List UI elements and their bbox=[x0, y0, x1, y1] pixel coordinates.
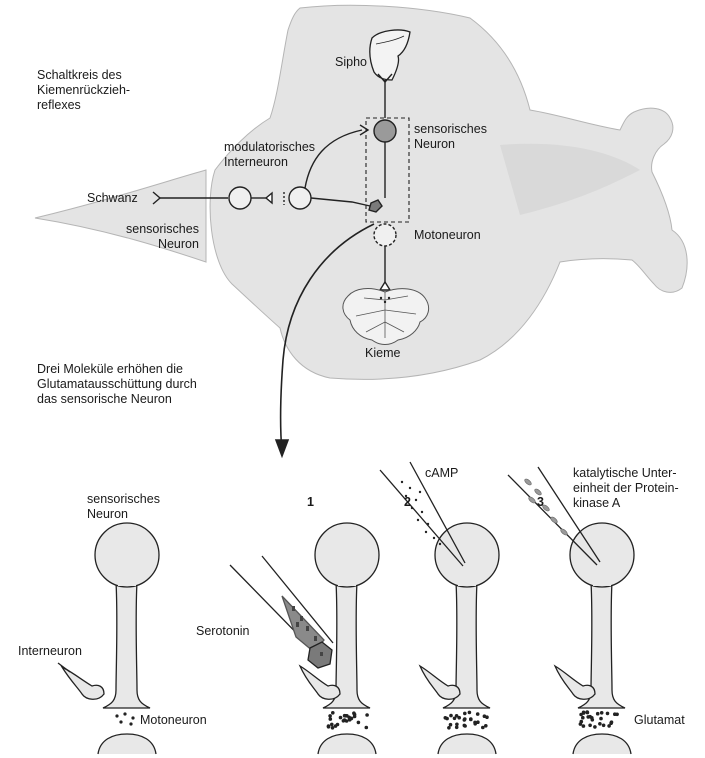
sensory-neuron-top-label: sensorisches Neuron bbox=[414, 122, 487, 152]
glutamate-dot bbox=[582, 724, 586, 728]
motoneuron-soma bbox=[374, 224, 396, 246]
glutamate-dot bbox=[344, 714, 348, 718]
glutamate-dot bbox=[463, 724, 467, 728]
glutamate-dot bbox=[444, 716, 448, 720]
glutamate-dot bbox=[365, 713, 369, 717]
glutamate-dot bbox=[339, 716, 343, 720]
glutamate-dot bbox=[483, 714, 487, 718]
motoneuron-bottom-label: Motoneuron bbox=[140, 713, 207, 728]
glutamate-dot bbox=[331, 711, 335, 715]
glutamate-dot bbox=[580, 720, 584, 724]
glutamate-dot bbox=[593, 725, 597, 729]
glutamate-dot bbox=[600, 711, 604, 715]
glutamate-dot bbox=[484, 724, 488, 728]
glutamate-dot bbox=[357, 721, 361, 725]
glutamate-dot bbox=[350, 717, 354, 721]
glutamate-dot bbox=[606, 712, 610, 716]
glutamate-dot bbox=[596, 712, 600, 716]
glutamate-dot bbox=[328, 714, 332, 718]
glutamate-dot bbox=[588, 724, 592, 728]
circuit-title: Schaltkreis des Kiemenrückzieh- reflexes bbox=[37, 68, 130, 113]
glutamate-dot bbox=[457, 716, 461, 720]
glutamate-dots-2 bbox=[444, 711, 489, 730]
glutamate-dot bbox=[468, 711, 472, 715]
glutamate-dot bbox=[613, 712, 617, 716]
glutamate-dot bbox=[329, 717, 333, 721]
glutamate-dot bbox=[353, 715, 357, 719]
three-molecules-caption: Drei Moleküle erhöhen die Glutamataussch… bbox=[37, 362, 197, 407]
modulatory-interneuron-soma bbox=[289, 187, 311, 209]
glutamate-dot bbox=[449, 714, 453, 718]
glutamate-dot bbox=[473, 722, 477, 726]
modulatory-interneuron-label: modulatorisches Interneuron bbox=[224, 140, 315, 170]
glutamate-dot bbox=[447, 726, 451, 730]
glutamate-dot bbox=[365, 726, 369, 730]
tail-label: Schwanz bbox=[87, 191, 138, 206]
serotonin-label: Serotonin bbox=[196, 624, 250, 639]
glutamate-dots-control bbox=[115, 712, 134, 725]
sensory-neuron-top-soma bbox=[374, 120, 396, 142]
glutamate-dot bbox=[327, 725, 331, 729]
sensory-neuron-bottom-label: sensorisches Neuron bbox=[87, 492, 160, 522]
panel-number-1: 1 bbox=[307, 495, 314, 510]
glutamate-dot bbox=[463, 717, 467, 721]
glutamate-dot bbox=[585, 710, 589, 714]
glutamate-dot bbox=[581, 716, 585, 720]
glutamate-dots-3 bbox=[579, 710, 619, 729]
pka-subunits bbox=[524, 478, 569, 536]
glutamate-label: Glutamat bbox=[634, 713, 685, 728]
glutamate-dot bbox=[582, 711, 586, 715]
camp-label: cAMP bbox=[425, 466, 458, 481]
glutamate-dot bbox=[342, 719, 346, 723]
glutamate-dot bbox=[334, 724, 338, 728]
glutamate-dot bbox=[453, 717, 457, 721]
gill-label: Kieme bbox=[365, 346, 400, 361]
glutamate-dot bbox=[607, 724, 611, 728]
glutamate-dot bbox=[330, 723, 334, 727]
siphon-label: Sipho bbox=[335, 55, 367, 70]
glutamate-dot bbox=[469, 718, 473, 722]
glutamate-dot bbox=[590, 716, 594, 720]
interneuron-label: Interneuron bbox=[18, 644, 82, 659]
glutamate-dot bbox=[449, 723, 453, 727]
glutamate-dot bbox=[586, 715, 590, 719]
glutamate-dot bbox=[599, 717, 603, 721]
panel-number-3: 3 bbox=[537, 495, 544, 510]
neuron-panel-2 bbox=[380, 462, 499, 754]
neuron-panel-1 bbox=[230, 523, 379, 754]
glutamate-dot bbox=[463, 712, 467, 716]
motoneuron-top-label: Motoneuron bbox=[414, 228, 481, 243]
glutamate-dot bbox=[610, 720, 614, 724]
pka-label: katalytische Unter- einheit der Protein-… bbox=[573, 466, 679, 511]
glutamate-dot bbox=[602, 724, 606, 728]
sensory-neuron-tail-label: sensorisches Neuron bbox=[126, 222, 199, 252]
camp-dots bbox=[401, 481, 441, 545]
panel-number-2: 2 bbox=[404, 495, 411, 510]
glutamate-dots-1 bbox=[327, 711, 369, 730]
glutamate-dot bbox=[598, 722, 602, 726]
glutamate-dot bbox=[476, 712, 480, 716]
sensory-neuron-tail-soma bbox=[229, 187, 251, 209]
glutamate-dot bbox=[455, 726, 459, 730]
